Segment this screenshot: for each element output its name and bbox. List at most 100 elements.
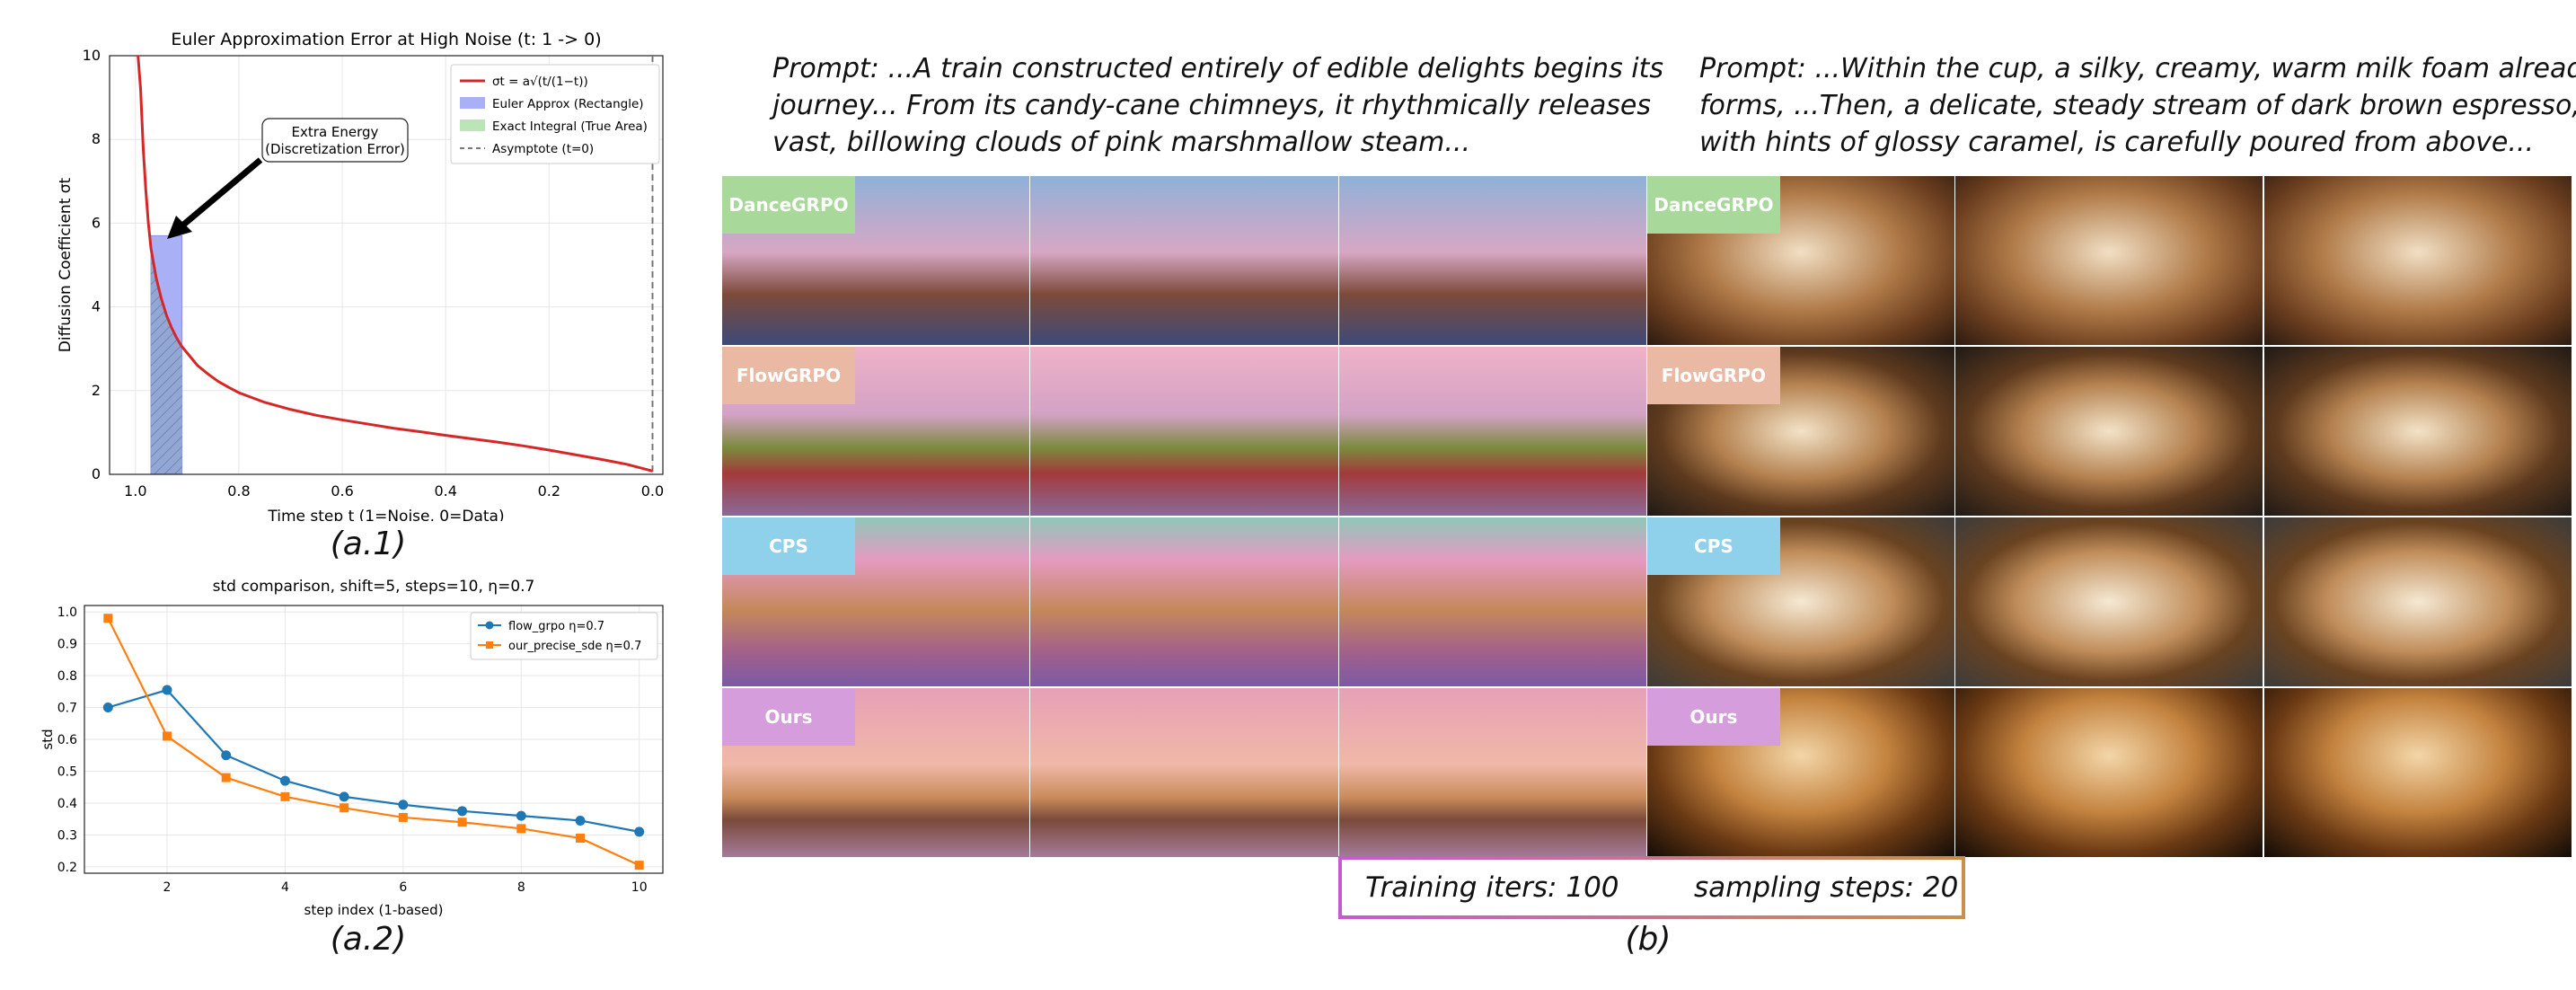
- data-point: [516, 810, 526, 821]
- y-tick-label: 2: [92, 382, 101, 399]
- exact-integral-area: [151, 248, 182, 474]
- annotation-box: [261, 118, 409, 163]
- data-point: [457, 818, 467, 827]
- chart-a1: Euler Approximation Error at High Noise …: [57, 30, 664, 521]
- y-tick-label: 0.7: [57, 702, 77, 716]
- x-tick-label: 4: [281, 880, 289, 895]
- data-point: [162, 685, 172, 695]
- x-tick-label: 0.0: [641, 482, 664, 499]
- y-tick-label: 0.2: [57, 861, 77, 875]
- train-image: [1338, 688, 1646, 857]
- y-axis-label: std: [40, 729, 56, 749]
- legend-box: [470, 612, 658, 660]
- train-image: Ours: [722, 688, 1030, 857]
- legend-label: σt = a√(t/(1−t)): [492, 75, 588, 89]
- annotation-line2: (Discretization Error): [265, 141, 405, 157]
- coffee-image: [2263, 176, 2572, 345]
- coffee-image: [2263, 517, 2572, 686]
- legend-label: flow_grpo η=0.7: [508, 620, 604, 633]
- data-point: [457, 806, 468, 817]
- coffee-image: [2263, 688, 2572, 857]
- method-label: DanceGRPO: [1646, 176, 1780, 234]
- data-point: [575, 815, 586, 826]
- y-tick-label: 0.8: [57, 669, 77, 684]
- chart-a2: std comparison, shift=5, steps=10, η=0.7…: [40, 578, 664, 918]
- legend-label: our_precise_sde η=0.7: [508, 640, 641, 653]
- method-label: Ours: [722, 688, 855, 746]
- data-point: [516, 824, 526, 834]
- y-tick-label: 0.3: [57, 828, 77, 843]
- coffee-image: Ours: [1646, 688, 1955, 857]
- train-image: [1030, 517, 1338, 686]
- y-tick-label: 8: [92, 130, 101, 147]
- y-tick-label: 4: [92, 298, 101, 315]
- legend-label: Asymptote (t=0): [492, 142, 594, 156]
- data-point: [103, 614, 113, 623]
- training-info-box: Training iters: 100 sampling steps: 20: [1338, 856, 1965, 919]
- legend-box: [450, 64, 660, 164]
- coffee-image: [2263, 347, 2572, 516]
- x-axis-label: Time step t (1=Noise, 0=Data): [267, 508, 504, 521]
- x-axis-label: step index (1-based): [304, 902, 444, 918]
- coffee-image: FlowGRPO: [1646, 347, 1955, 516]
- coffee-image: DanceGRPO: [1646, 176, 1955, 345]
- x-tick-label: 1.0: [124, 482, 146, 499]
- train-image: [1030, 176, 1338, 345]
- prompt-right-line3: with hints of glossy caramel, is careful…: [1699, 127, 2534, 158]
- annotation-line1: Extra Energy: [292, 124, 379, 140]
- y-tick-label: 6: [92, 214, 101, 231]
- legend-marker: [485, 621, 494, 630]
- data-point: [634, 826, 645, 837]
- train-image: [1030, 688, 1338, 857]
- training-iters-label: Training iters: 100: [1365, 871, 1619, 904]
- sigma-curve: [137, 55, 653, 473]
- y-tick-label: 0.9: [57, 638, 77, 652]
- x-tick-label: 8: [517, 880, 525, 895]
- chart-title: std comparison, shift=5, steps=10, η=0.7: [213, 578, 535, 596]
- data-point: [221, 773, 231, 782]
- train-image: CPS: [722, 517, 1030, 686]
- x-tick-label: 0.8: [227, 482, 250, 499]
- method-label: FlowGRPO: [722, 347, 855, 404]
- coffee-image: CPS: [1646, 517, 1955, 686]
- legend-swatch: [460, 97, 485, 109]
- legend-label: Euler Approx (Rectangle): [492, 97, 644, 111]
- plot-frame: [84, 605, 664, 874]
- x-tick-label: 0.2: [538, 482, 560, 499]
- method-label: Ours: [1646, 688, 1780, 746]
- caption-a1: (a.1): [330, 526, 407, 562]
- caption-a2: (a.2): [330, 921, 407, 958]
- data-point: [163, 731, 172, 741]
- series-line: [107, 617, 640, 867]
- train-image: [1338, 517, 1646, 686]
- x-tick-label: 0.4: [434, 482, 456, 499]
- method-label: CPS: [722, 517, 855, 575]
- x-tick-label: 0.6: [331, 482, 353, 499]
- train-image: [1030, 347, 1338, 516]
- prompt-right: Prompt: ...Within the cup, a silky, crea…: [1699, 50, 2576, 161]
- prompt-left-line1: Prompt: ...A train constructed entirely …: [772, 53, 1663, 84]
- sampling-steps-label: sampling steps: 20: [1694, 871, 1959, 904]
- coffee-image: [1955, 688, 2263, 857]
- data-point: [221, 750, 232, 761]
- data-point: [398, 812, 408, 822]
- coffee-image: [1955, 517, 2263, 686]
- prompt-left-line3: vast, billowing clouds of pink marshmall…: [772, 127, 1470, 158]
- annotation-arrow-head: [167, 216, 192, 239]
- legend-label: Exact Integral (True Area): [492, 119, 648, 134]
- train-image: [1338, 347, 1646, 516]
- method-label: CPS: [1646, 517, 1780, 575]
- y-tick-label: 1.0: [57, 605, 77, 620]
- data-point: [576, 833, 585, 843]
- y-tick-label: 0.4: [57, 797, 77, 811]
- coffee-image: [1955, 176, 2263, 345]
- prompt-left-line2: journey... From its candy-cane chimneys,…: [772, 90, 1651, 121]
- train-image: FlowGRPO: [722, 347, 1030, 516]
- method-label: FlowGRPO: [1646, 347, 1780, 404]
- chart-title: Euler Approximation Error at High Noise …: [171, 30, 601, 49]
- y-tick-label: 0.6: [57, 733, 77, 747]
- data-point: [340, 803, 349, 813]
- data-point: [398, 800, 409, 810]
- train-image: [1338, 176, 1646, 345]
